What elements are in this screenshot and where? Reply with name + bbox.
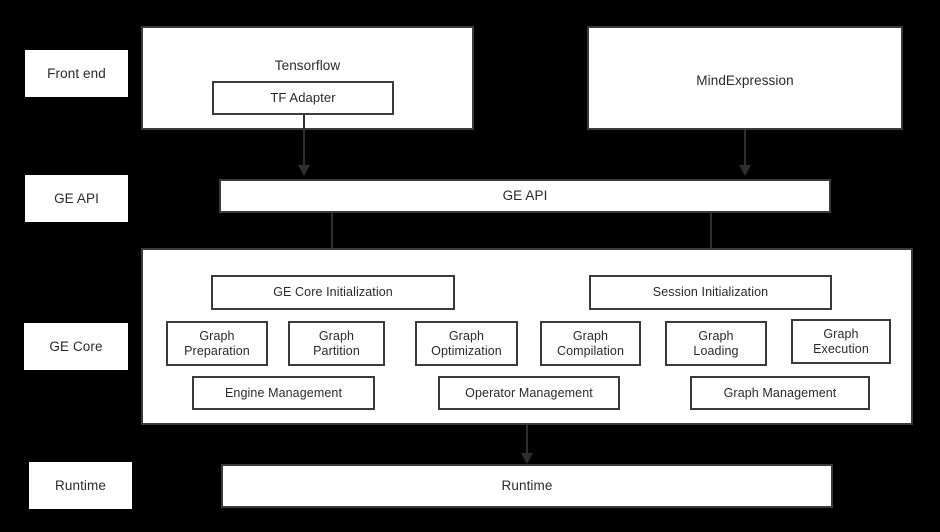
tensorflow-title: Tensorflow bbox=[274, 58, 341, 73]
tf-adapter-label: TF Adapter bbox=[270, 90, 336, 106]
ge-api-bar-label: GE API bbox=[502, 188, 548, 204]
graph-preparation-label: Graph Preparation bbox=[184, 328, 250, 358]
operator-management-box[interactable]: Operator Management bbox=[438, 376, 620, 410]
graph-compilation-box[interactable]: Graph Compilation bbox=[540, 321, 641, 366]
lane-label-ge-core: GE Core bbox=[24, 323, 128, 370]
ge-core-initialization-label: GE Core Initialization bbox=[273, 285, 393, 300]
lane-label-front-end: Front end bbox=[25, 50, 128, 97]
engine-management-box[interactable]: Engine Management bbox=[192, 376, 375, 410]
graph-optimization-label: Graph Optimization bbox=[431, 328, 502, 358]
graph-management-box[interactable]: Graph Management bbox=[690, 376, 870, 410]
lane-label-runtime-text: Runtime bbox=[55, 477, 106, 493]
ge-api-bar[interactable]: GE API bbox=[219, 179, 831, 213]
mindexpression-title: MindExpression bbox=[696, 73, 794, 88]
session-initialization-box[interactable]: Session Initialization bbox=[589, 275, 832, 310]
graph-preparation-box[interactable]: Graph Preparation bbox=[166, 321, 268, 366]
graph-loading-box[interactable]: Graph Loading bbox=[665, 321, 767, 366]
graph-management-label: Graph Management bbox=[723, 385, 837, 400]
graph-execution-label: Graph Execution bbox=[813, 326, 869, 356]
ge-core-initialization-box[interactable]: GE Core Initialization bbox=[211, 275, 455, 310]
operator-management-label: Operator Management bbox=[465, 385, 593, 400]
graph-optimization-box[interactable]: Graph Optimization bbox=[415, 321, 518, 366]
graph-compilation-label: Graph Compilation bbox=[556, 328, 625, 358]
graph-partition-box[interactable]: Graph Partition bbox=[288, 321, 385, 366]
lane-label-runtime: Runtime bbox=[29, 462, 132, 509]
lane-label-front-end-text: Front end bbox=[47, 65, 106, 81]
graph-loading-label: Graph Loading bbox=[693, 328, 739, 358]
engine-management-label: Engine Management bbox=[224, 385, 343, 400]
session-initialization-label: Session Initialization bbox=[652, 285, 769, 300]
runtime-bar-label: Runtime bbox=[501, 478, 553, 494]
lane-label-ge-api: GE API bbox=[25, 175, 128, 222]
runtime-bar[interactable]: Runtime bbox=[221, 464, 833, 508]
tf-adapter-box[interactable]: TF Adapter bbox=[212, 81, 394, 115]
lane-label-ge-core-text: GE Core bbox=[49, 338, 103, 354]
graph-partition-label: Graph Partition bbox=[313, 328, 360, 358]
lane-label-ge-api-text: GE API bbox=[54, 190, 99, 206]
graph-execution-box[interactable]: Graph Execution bbox=[791, 319, 891, 364]
mindexpression-container: MindExpression bbox=[587, 26, 903, 130]
